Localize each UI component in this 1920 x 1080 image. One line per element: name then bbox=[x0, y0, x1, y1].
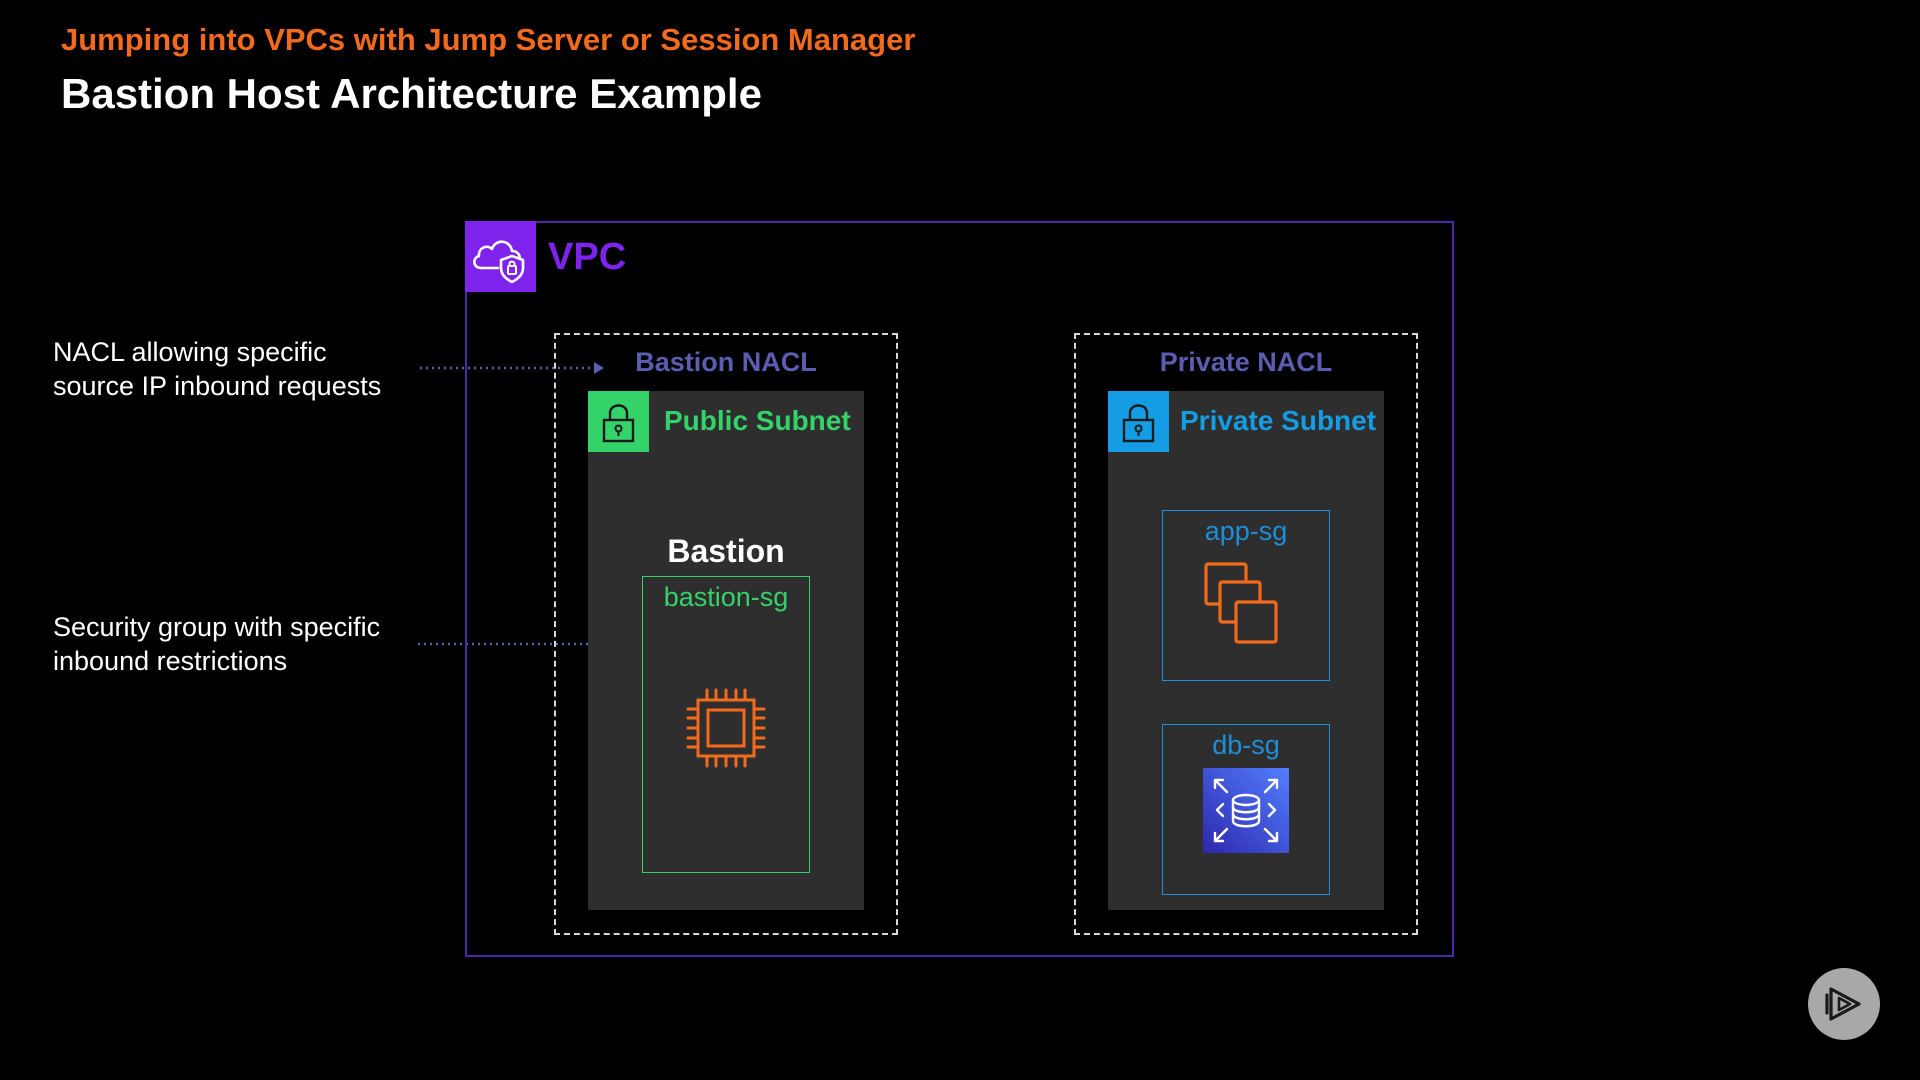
ec2-chip-icon bbox=[680, 682, 772, 774]
private-nacl-container bbox=[1074, 333, 1418, 935]
bastion-nacl-container bbox=[554, 333, 898, 935]
bastion-sg-box bbox=[642, 576, 810, 873]
bastion-sg-label: bastion-sg bbox=[663, 582, 789, 612]
app-sg-label: app-sg bbox=[1204, 516, 1288, 546]
rds-database-icon bbox=[1203, 768, 1289, 853]
play-logo-button[interactable] bbox=[1808, 968, 1880, 1040]
bastion-host-label: Bastion bbox=[667, 533, 785, 569]
vpc-container bbox=[465, 221, 1454, 957]
private-subnet-icon-tile bbox=[1108, 391, 1169, 452]
db-sg-label: db-sg bbox=[1212, 730, 1280, 760]
slide-subtitle: Jumping into VPCs with Jump Server or Se… bbox=[61, 22, 916, 57]
nacl-arrow bbox=[420, 362, 604, 374]
private-nacl-label: Private NACL bbox=[1159, 347, 1333, 377]
public-subnet-container bbox=[588, 391, 864, 910]
nacl-annotation-line-2: source IP inbound requests bbox=[53, 371, 382, 401]
sg-annotation: Security group with specific inbound res… bbox=[53, 610, 380, 678]
play-logo-icon bbox=[1825, 987, 1861, 1021]
public-subnet-icon-tile bbox=[588, 391, 649, 452]
padlock-icon bbox=[602, 404, 635, 443]
slide-title: Bastion Host Architecture Example bbox=[61, 70, 762, 117]
private-subnet-label: Private Subnet bbox=[1180, 405, 1377, 436]
sg-annotation-line-1: Security group with specific bbox=[53, 612, 381, 642]
app-sg-box bbox=[1162, 510, 1330, 681]
instances-stack-icon bbox=[1200, 558, 1292, 650]
vpc-cloud-shield-icon bbox=[473, 240, 525, 284]
vpc-label: VPC bbox=[548, 236, 627, 278]
sg-annotation-line-2: inbound restrictions bbox=[53, 646, 288, 676]
nacl-annotation: NACL allowing specific source IP inbound… bbox=[53, 335, 381, 403]
db-sg-box bbox=[1162, 724, 1330, 895]
padlock-icon bbox=[1122, 404, 1155, 443]
vpc-icon-tile bbox=[465, 221, 536, 292]
nacl-annotation-line-1: NACL allowing specific bbox=[53, 337, 327, 367]
public-subnet-label: Public Subnet bbox=[664, 405, 851, 436]
bastion-nacl-label: Bastion NACL bbox=[635, 347, 817, 377]
